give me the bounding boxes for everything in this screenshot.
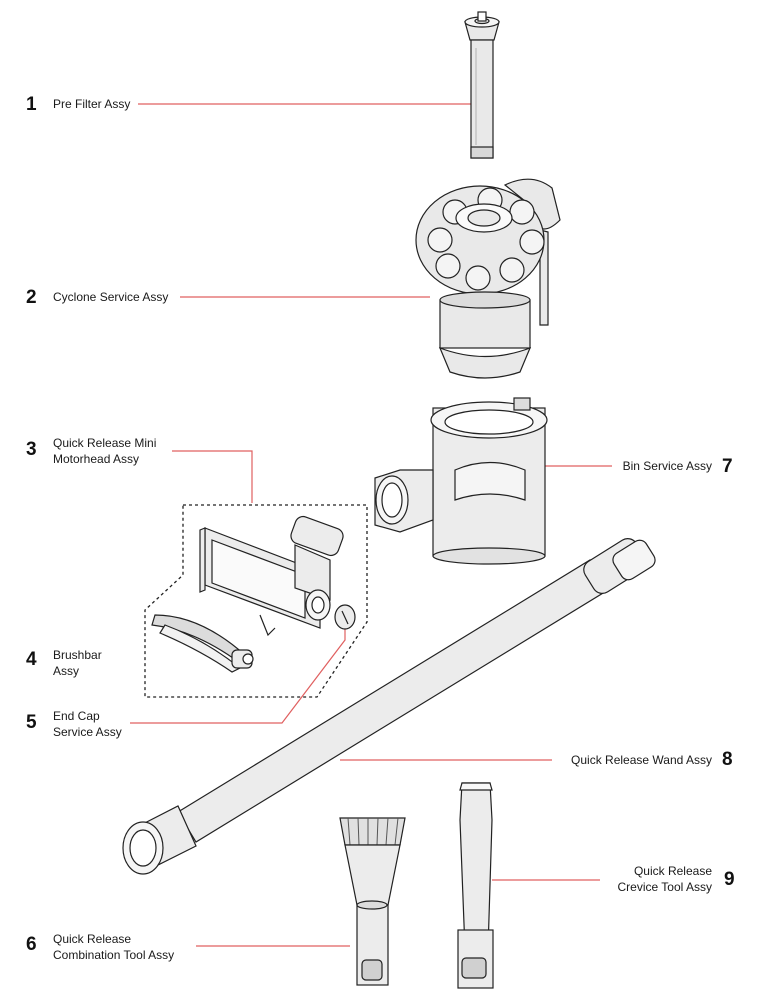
- part-label: Cyclone Service Assy: [53, 290, 169, 304]
- part-number: 8: [722, 749, 733, 770]
- bin-illustration: [374, 397, 548, 565]
- part-label-line-2: Motorhead Assy: [53, 452, 140, 466]
- part-label-line-1: Brushbar: [53, 648, 102, 662]
- part-label: Quick Release Wand Assy: [571, 753, 712, 767]
- part-number: 7: [722, 456, 733, 477]
- wand-illustration: [122, 538, 656, 875]
- pre-filter-illustration: [464, 11, 500, 159]
- brushbar-illustration: [151, 614, 254, 673]
- part-label-line-1: End Cap: [53, 709, 100, 723]
- part-label-line-1: Quick Release Mini: [53, 436, 157, 450]
- part-label-line-1: Quick Release: [633, 864, 712, 878]
- part-number: 9: [724, 869, 735, 890]
- combination-tool-illustration: [339, 817, 406, 986]
- leader-lines: [130, 103, 612, 947]
- cyclone-illustration: [415, 178, 561, 379]
- leader-line-5: [130, 628, 346, 724]
- part-label: Pre Filter Assy: [53, 97, 131, 111]
- part-number: 5: [26, 712, 37, 733]
- mini-motorhead-illustration: [199, 515, 344, 637]
- crevice-tool-illustration: [457, 782, 494, 989]
- part-number: 4: [26, 649, 37, 670]
- part-number: 3: [26, 439, 37, 460]
- leader-line-3: [172, 450, 253, 503]
- part-label-line-2: Combination Tool Assy: [53, 948, 175, 962]
- end-cap-illustration: [334, 604, 356, 630]
- part-number: 6: [26, 934, 37, 955]
- part-number: 1: [26, 94, 37, 115]
- part-label-line-2: Assy: [53, 664, 80, 678]
- part-label-line-1: Quick Release: [53, 932, 132, 946]
- part-label-line-2: Crevice Tool Assy: [617, 880, 712, 894]
- part-number: 2: [26, 287, 37, 308]
- part-label-line-2: Service Assy: [53, 725, 122, 739]
- part-label: Bin Service Assy: [622, 459, 712, 473]
